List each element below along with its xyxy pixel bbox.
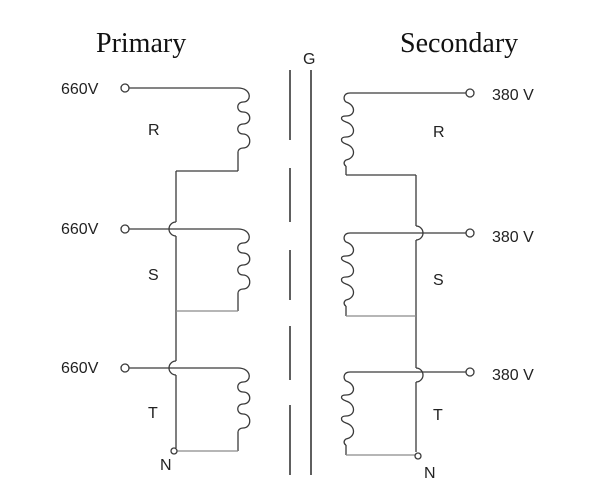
primary-voltage-r: 660V <box>61 81 99 98</box>
primary-phase-r: R <box>148 122 160 139</box>
secondary-phase-r: R <box>433 124 445 141</box>
primary-voltage-s: 660V <box>61 221 99 238</box>
secondary-terminal-t <box>465 367 475 377</box>
primary-coil-s <box>237 228 251 294</box>
secondary-coil-s <box>340 232 355 307</box>
primary-phase-t: T <box>148 405 158 422</box>
secondary-winding <box>340 88 475 460</box>
secondary-phase-t: T <box>433 407 443 424</box>
primary-heading: Primary <box>96 28 186 59</box>
secondary-phase-s: S <box>433 272 444 289</box>
secondary-neutral-terminal <box>414 452 422 460</box>
primary-coil-t <box>237 367 251 433</box>
primary-coil-r <box>237 87 251 153</box>
secondary-neutral-label: N <box>424 465 436 481</box>
secondary-voltage-t: 380 V <box>492 367 534 384</box>
secondary-voltage-r: 380 V <box>492 87 534 104</box>
primary-terminal-s <box>120 224 130 234</box>
primary-phase-s: S <box>148 267 159 284</box>
secondary-terminal-r <box>465 88 475 98</box>
transformer-core <box>289 70 312 475</box>
primary-terminal-r <box>120 83 130 93</box>
secondary-voltage-s: 380 V <box>492 229 534 246</box>
core-label: G <box>303 51 315 68</box>
primary-neutral-terminal <box>170 447 178 455</box>
secondary-terminal-s <box>465 228 475 238</box>
secondary-coil-r <box>340 92 355 167</box>
secondary-coil-t <box>340 371 355 446</box>
primary-winding <box>120 83 251 455</box>
secondary-heading: Secondary <box>400 28 518 59</box>
primary-voltage-t: 660V <box>61 360 99 377</box>
primary-neutral-label: N <box>160 457 172 474</box>
primary-terminal-t <box>120 363 130 373</box>
